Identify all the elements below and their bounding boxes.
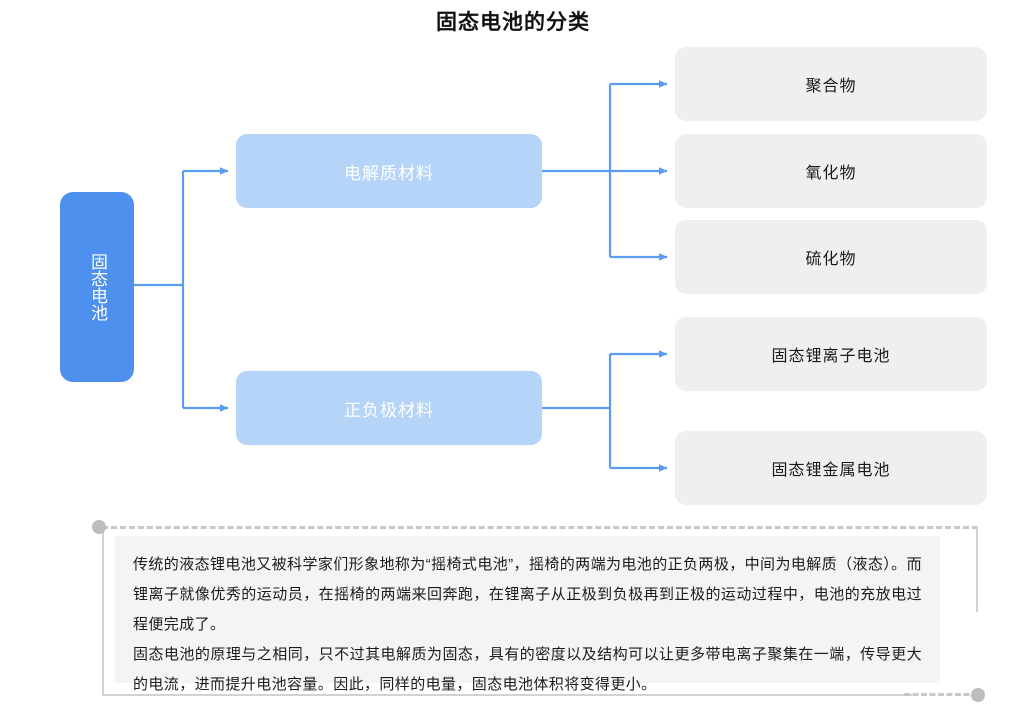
note-panel: 传统的液态锂电池又被科学家们形象地称为“摇椅式电池”，摇椅的两端为电池的正负两极… bbox=[115, 536, 940, 693]
leaf-node-label: 硫化物 bbox=[805, 251, 857, 268]
branch-node-label: 正负极材料 bbox=[344, 400, 434, 420]
root-node-label: 固态电池 bbox=[88, 253, 107, 321]
frame-top-dashed-line bbox=[102, 526, 978, 529]
root-node-solid-state-battery[interactable]: 固态电池 bbox=[60, 192, 134, 382]
frame-dot-bottom-right bbox=[971, 688, 985, 702]
leaf-node-label: 聚合物 bbox=[805, 78, 857, 95]
page-title: 固态电池的分类 bbox=[436, 11, 590, 34]
branch-node-label: 电解质材料 bbox=[344, 163, 434, 183]
note-paragraph-2: 固态电池的原理与之相同，只不过其电解质为固态，具有的密度以及结构可以让更多带电离… bbox=[133, 646, 922, 693]
frame-dot-top-left bbox=[92, 520, 106, 534]
leaf-node-label: 固态锂金属电池 bbox=[771, 462, 891, 479]
frame-bottom-dashed-line bbox=[904, 693, 978, 696]
frame-left-line bbox=[102, 526, 104, 695]
leaf-node-polymer[interactable]: 聚合物 bbox=[675, 47, 987, 121]
leaf-node-solid-state-lithium-ion-battery[interactable]: 固态锂离子电池 bbox=[675, 317, 987, 391]
leaf-node-label: 氧化物 bbox=[805, 165, 857, 182]
branch-node-electrode-material[interactable]: 正负极材料 bbox=[236, 371, 542, 445]
branch-node-electrolyte-material[interactable]: 电解质材料 bbox=[236, 134, 542, 208]
frame-bottom-line bbox=[102, 694, 912, 696]
leaf-node-oxide[interactable]: 氧化物 bbox=[675, 134, 987, 208]
note-decorative-frame bbox=[92, 520, 985, 702]
leaf-node-sulfide[interactable]: 硫化物 bbox=[675, 220, 987, 294]
leaf-node-label: 固态锂离子电池 bbox=[771, 348, 891, 365]
note-paragraph-1: 传统的液态锂电池又被科学家们形象地称为“摇椅式电池”，摇椅的两端为电池的正负两极… bbox=[133, 556, 922, 633]
leaf-node-solid-state-lithium-metal-battery[interactable]: 固态锂金属电池 bbox=[675, 431, 987, 505]
frame-right-line bbox=[976, 526, 978, 612]
